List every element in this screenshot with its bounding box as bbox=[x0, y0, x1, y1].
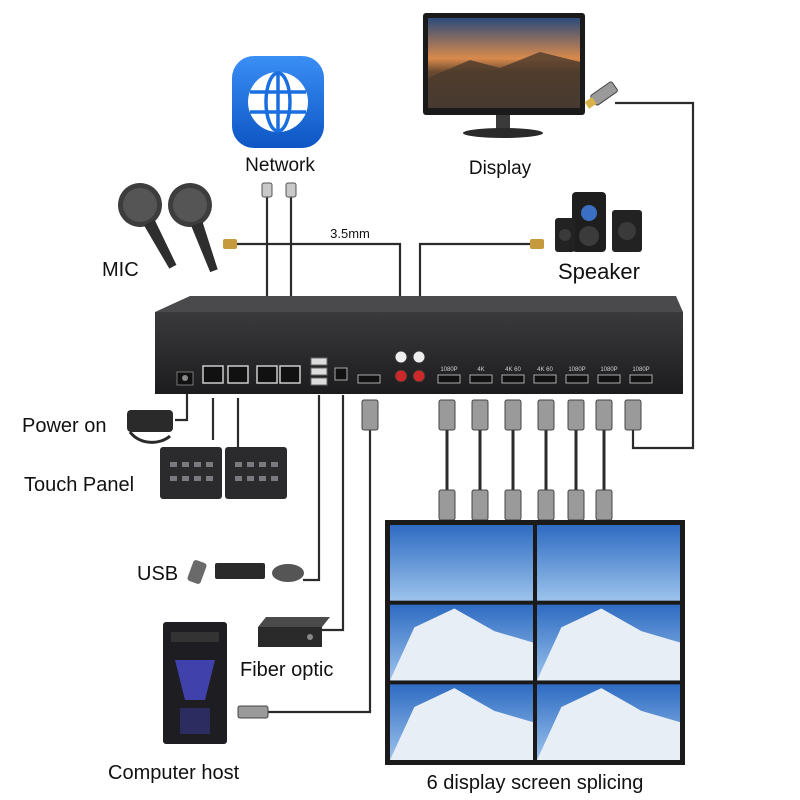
host-hdmi-cable bbox=[268, 430, 372, 714]
label-audio-jack: 3.5mm bbox=[330, 226, 370, 241]
hdmi-out-label: 1080P bbox=[440, 367, 457, 373]
hdmi-out-label: 1080P bbox=[632, 367, 649, 373]
usb-drive-icon bbox=[187, 560, 207, 584]
hdmi-plug-icon bbox=[584, 81, 618, 109]
hdmi-plugs-bottom bbox=[438, 489, 613, 521]
hdmi-output-labels: 1080P 4K 4K 60 4K 60 1080P 1080P 1080P bbox=[440, 367, 649, 373]
usb-cable bbox=[303, 395, 321, 582]
touch-panel-icon bbox=[160, 447, 287, 499]
hdmi-output-cables bbox=[445, 430, 606, 490]
fiber-cable bbox=[321, 395, 345, 632]
hdmi-out-label: 4K 60 bbox=[537, 367, 553, 373]
wall-screen bbox=[537, 604, 680, 681]
fiber-converter-icon bbox=[258, 617, 330, 647]
keyboard-icon bbox=[215, 563, 265, 579]
control-box bbox=[155, 296, 683, 394]
wall-screen bbox=[390, 684, 533, 760]
hdmi-out-label: 4K bbox=[477, 367, 484, 373]
label-display: Display bbox=[469, 158, 532, 179]
power-cable bbox=[175, 393, 189, 422]
wall-screen bbox=[390, 525, 533, 601]
display-hdmi-cable bbox=[615, 101, 695, 450]
label-mic: MIC bbox=[102, 259, 139, 281]
power-adapter-icon bbox=[127, 410, 173, 444]
globe-icon bbox=[232, 56, 324, 148]
hdmi-out-label: 4K 60 bbox=[505, 367, 521, 373]
label-usb: USB bbox=[137, 563, 178, 585]
label-computer-host: Computer host bbox=[108, 762, 240, 784]
hdmi-plug-icon bbox=[237, 705, 269, 719]
microphone-icon bbox=[118, 183, 237, 273]
label-video-wall: 6 display screen splicing bbox=[427, 772, 644, 794]
video-wall bbox=[385, 520, 685, 765]
wall-screen bbox=[390, 604, 533, 681]
monitor-icon bbox=[423, 13, 585, 138]
wall-screen bbox=[537, 684, 680, 760]
computer-tower-icon bbox=[163, 622, 227, 744]
hdmi-plugs-top bbox=[361, 399, 642, 431]
network-plugs bbox=[261, 182, 297, 198]
label-speaker: Speaker bbox=[558, 259, 640, 284]
hdmi-out-label: 1080P bbox=[600, 367, 617, 373]
mouse-icon bbox=[272, 564, 304, 582]
cables bbox=[175, 101, 695, 714]
label-power-on: Power on bbox=[22, 415, 107, 437]
wall-screen bbox=[537, 525, 680, 601]
hdmi-out-label: 1080P bbox=[568, 367, 585, 373]
label-fiber-optic: Fiber optic bbox=[240, 659, 333, 681]
label-network: Network bbox=[245, 155, 315, 176]
speaker-icon bbox=[530, 192, 642, 252]
label-touch-panel: Touch Panel bbox=[24, 474, 134, 496]
